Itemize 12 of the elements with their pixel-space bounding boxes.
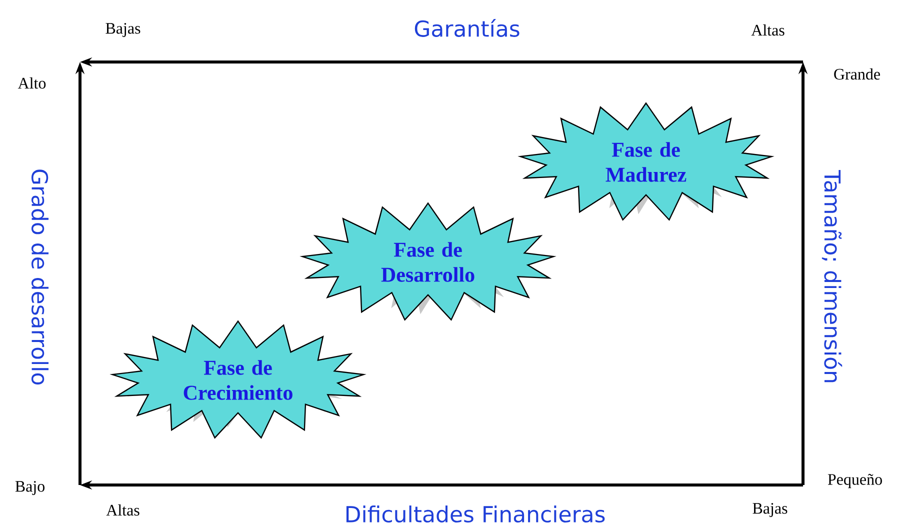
axis-end-label: Altas: [106, 504, 140, 516]
axis-title: Garantías: [414, 19, 520, 37]
axis-end-label: Grande: [834, 68, 880, 80]
axis-end-label: Bajo: [15, 481, 44, 495]
axis-end-label: Alto: [18, 77, 46, 89]
axis-end-label: Altas: [751, 24, 784, 36]
axis-end-label: Bajas: [752, 503, 788, 517]
axis-end-label: Pequeño: [828, 474, 882, 488]
axis-title: Grado de desarrollo: [31, 170, 49, 384]
axis-title: Tamaño; dimensión: [822, 170, 842, 382]
axis-end-label: Bajas: [106, 23, 140, 37]
axis-title: Dificultades Financieras: [346, 506, 605, 523]
